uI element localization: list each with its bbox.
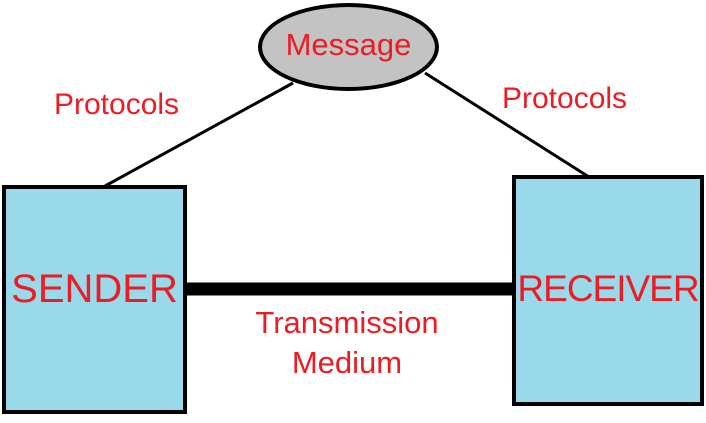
message-label: Message bbox=[285, 27, 412, 62]
connector-message-to-sender bbox=[104, 81, 294, 188]
transmission-medium-label: Transmission Medium bbox=[197, 303, 497, 383]
sender-node: SENDER bbox=[2, 185, 187, 414]
protocols-right-label: Protocols bbox=[502, 82, 628, 115]
message-node: Message bbox=[258, 3, 439, 91]
receiver-node: RECEIVER bbox=[512, 175, 704, 406]
transmission-medium-label-line2: Medium bbox=[291, 345, 403, 380]
protocols-left-label: Protocols bbox=[54, 88, 180, 121]
connector-message-to-receiver bbox=[424, 71, 590, 179]
transmission-medium-label-line1: Transmission bbox=[255, 305, 439, 340]
receiver-label: RECEIVER bbox=[517, 267, 699, 309]
sender-label: SENDER bbox=[11, 267, 178, 311]
